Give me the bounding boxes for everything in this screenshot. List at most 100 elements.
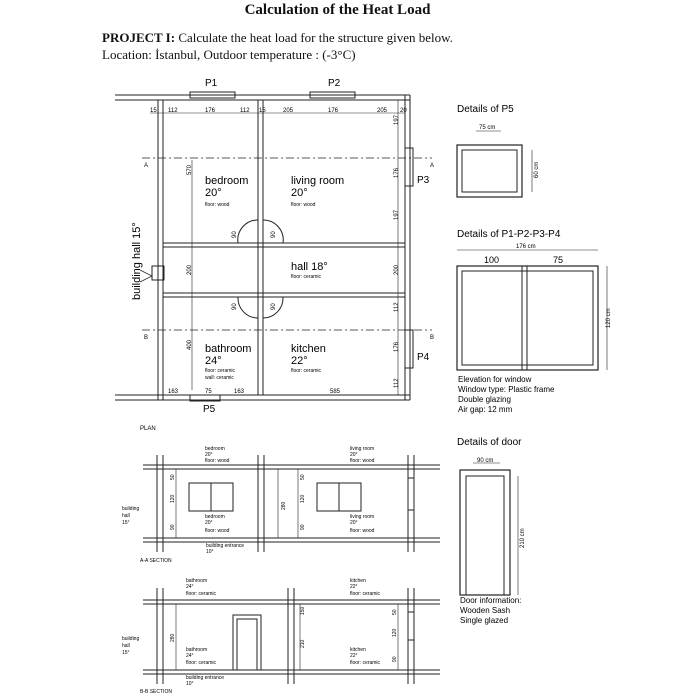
label-p5: P5 (203, 404, 216, 415)
project-text: Calculate the heat load for the structur… (178, 30, 453, 45)
p14-left-width: 100 (484, 255, 499, 265)
aa-bedroom-top-0: bedroom (205, 446, 225, 452)
door-swing-bedroom (237, 219, 259, 244)
room-bathroom-wall: wall: ceramic (205, 375, 234, 381)
entrance-door-plan (151, 265, 165, 281)
room-living-name: living room (291, 175, 344, 187)
aa-living-bottom-2: floor: wood (350, 528, 375, 534)
aa-dim-2: 90 (170, 524, 176, 530)
label-p1: P1 (205, 78, 218, 89)
aa-entrance-1: 10° (206, 549, 214, 555)
bb-dim-0: 280 (170, 633, 176, 642)
room-kitchen-floor: floor: ceramic (291, 368, 322, 374)
label-p2: P2 (328, 78, 341, 89)
bb-kitchen-top-2: floor: ceramic (350, 591, 381, 597)
room-bathroom-temp: 24° (205, 355, 222, 367)
room-bathroom-name: bathroom (205, 343, 251, 355)
aa-entrance-0: building entrance (206, 543, 244, 549)
bb-hall-0: building (122, 636, 139, 642)
dim-top-4: 15 (259, 108, 266, 114)
dim-door-3: 90 (271, 303, 277, 310)
dim-top-0: 15 (150, 108, 157, 114)
dim-right-3: 200 (394, 264, 400, 275)
aa-living-top-2: floor: wood (350, 458, 375, 464)
project-line: PROJECT I: Calculate the heat load for t… (102, 30, 453, 46)
p5-width: 75 cm (479, 125, 495, 131)
aa-living-bottom-0: living room (350, 514, 374, 520)
building-hall-plan-label: building hall 15° (131, 222, 143, 300)
bb-bathroom-top-1: 24° (186, 584, 194, 590)
aa-bedroom-top-2: floor: wood (205, 458, 230, 464)
aa-hall-1: hall (122, 513, 130, 519)
label-p4: P4 (417, 352, 430, 363)
bb-kitchen-top-0: kitchen (350, 578, 366, 584)
window-p1-plan (189, 91, 236, 99)
aa-living-top-1: 20° (350, 452, 358, 458)
aa-bedroom-top-1: 20° (205, 452, 213, 458)
project-label: PROJECT I: (102, 30, 176, 45)
dim-left-1: 200 (187, 264, 193, 275)
dim-left-2: 400 (187, 339, 193, 350)
location-line: Location: İstanbul, Outdoor temperature … (102, 47, 356, 62)
bb-entrance-0: building entrance (186, 675, 224, 681)
aa-dim-3: 280 (281, 501, 287, 510)
bb-entrance-1: 10° (186, 681, 194, 687)
bb-kitchen-top-1: 22° (350, 584, 358, 590)
room-kitchen-temp: 22° (291, 355, 308, 367)
p5-frame-inner (461, 149, 518, 193)
p5-title: Details of P5 (457, 104, 514, 115)
bb-bathroom-bottom-2: floor: ceramic (186, 660, 217, 666)
window-p5-plan (189, 394, 221, 402)
door-height: 210 cm (520, 528, 526, 548)
p14-title: Details of P1-P2-P3-P4 (457, 229, 561, 240)
plan-label: PLAN (140, 426, 156, 432)
aa-bedroom-bottom-2: floor: wood (205, 528, 230, 534)
dim-bottom-1: 75 (205, 389, 212, 395)
aa-section-label: A-A SECTION (140, 558, 172, 564)
bb-bathroom-top-0: bathroom (186, 578, 207, 584)
bb-dim-2: 210 (300, 639, 306, 648)
dim-right-0: 197 (394, 114, 400, 125)
bb-kitchen-bottom-0: kitchen (350, 647, 366, 653)
room-hall-floor: floor: ceramic (291, 274, 322, 280)
door-width: 90 cm (477, 458, 493, 464)
aa-living-bottom-1: 20° (350, 520, 358, 526)
dim-top-8: 20 (400, 108, 407, 114)
dim-door-2: 90 (232, 303, 238, 310)
bb-dim-1: 150 (300, 606, 306, 615)
bb-bathroom-bottom-1: 24° (186, 653, 194, 659)
dim-right-4: 112 (394, 302, 400, 312)
room-bathroom-floor: floor: ceramic (205, 368, 236, 374)
section-mark-a-left: A (144, 163, 148, 169)
aa-bedroom-bottom-1: 20° (205, 520, 213, 526)
room-kitchen-name: kitchen (291, 343, 326, 355)
room-living-floor: floor: wood (291, 202, 316, 208)
section-mark-b-left: B (144, 335, 148, 341)
dim-right-6: 112 (394, 378, 400, 388)
door-note-0: Door information: (460, 596, 521, 605)
dim-bottom-3: 585 (330, 389, 341, 395)
dim-bottom-2: 163 (234, 389, 245, 395)
aa-hall-0: building (122, 506, 139, 512)
door-swing-bathroom (237, 296, 259, 319)
window-p2-plan (309, 91, 356, 99)
dim-top-6: 176 (328, 108, 339, 114)
dim-top-1: 112 (168, 108, 178, 114)
aa-dim-1: 120 (170, 494, 176, 503)
room-bedroom-name: bedroom (205, 175, 248, 187)
door-swing-kitchen (262, 296, 284, 319)
dim-top-3: 112 (240, 108, 250, 114)
window-note-2: Double glazing (458, 395, 511, 404)
bb-hall-1: hall (122, 643, 130, 649)
p5-frame-outer (456, 144, 523, 198)
bb-bathroom-top-2: floor: ceramic (186, 591, 217, 597)
dim-right-1: 176 (394, 167, 400, 178)
entrance-arrow-icon (139, 269, 153, 283)
section-mark-a-right: A (430, 163, 434, 169)
aa-hall-2: 15° (122, 520, 130, 526)
window-note-0: Elevation for window (458, 375, 532, 384)
aa-dim-6: 90 (300, 524, 306, 530)
aa-dim-4: 50 (300, 474, 306, 480)
dim-top-2: 176 (205, 108, 216, 114)
